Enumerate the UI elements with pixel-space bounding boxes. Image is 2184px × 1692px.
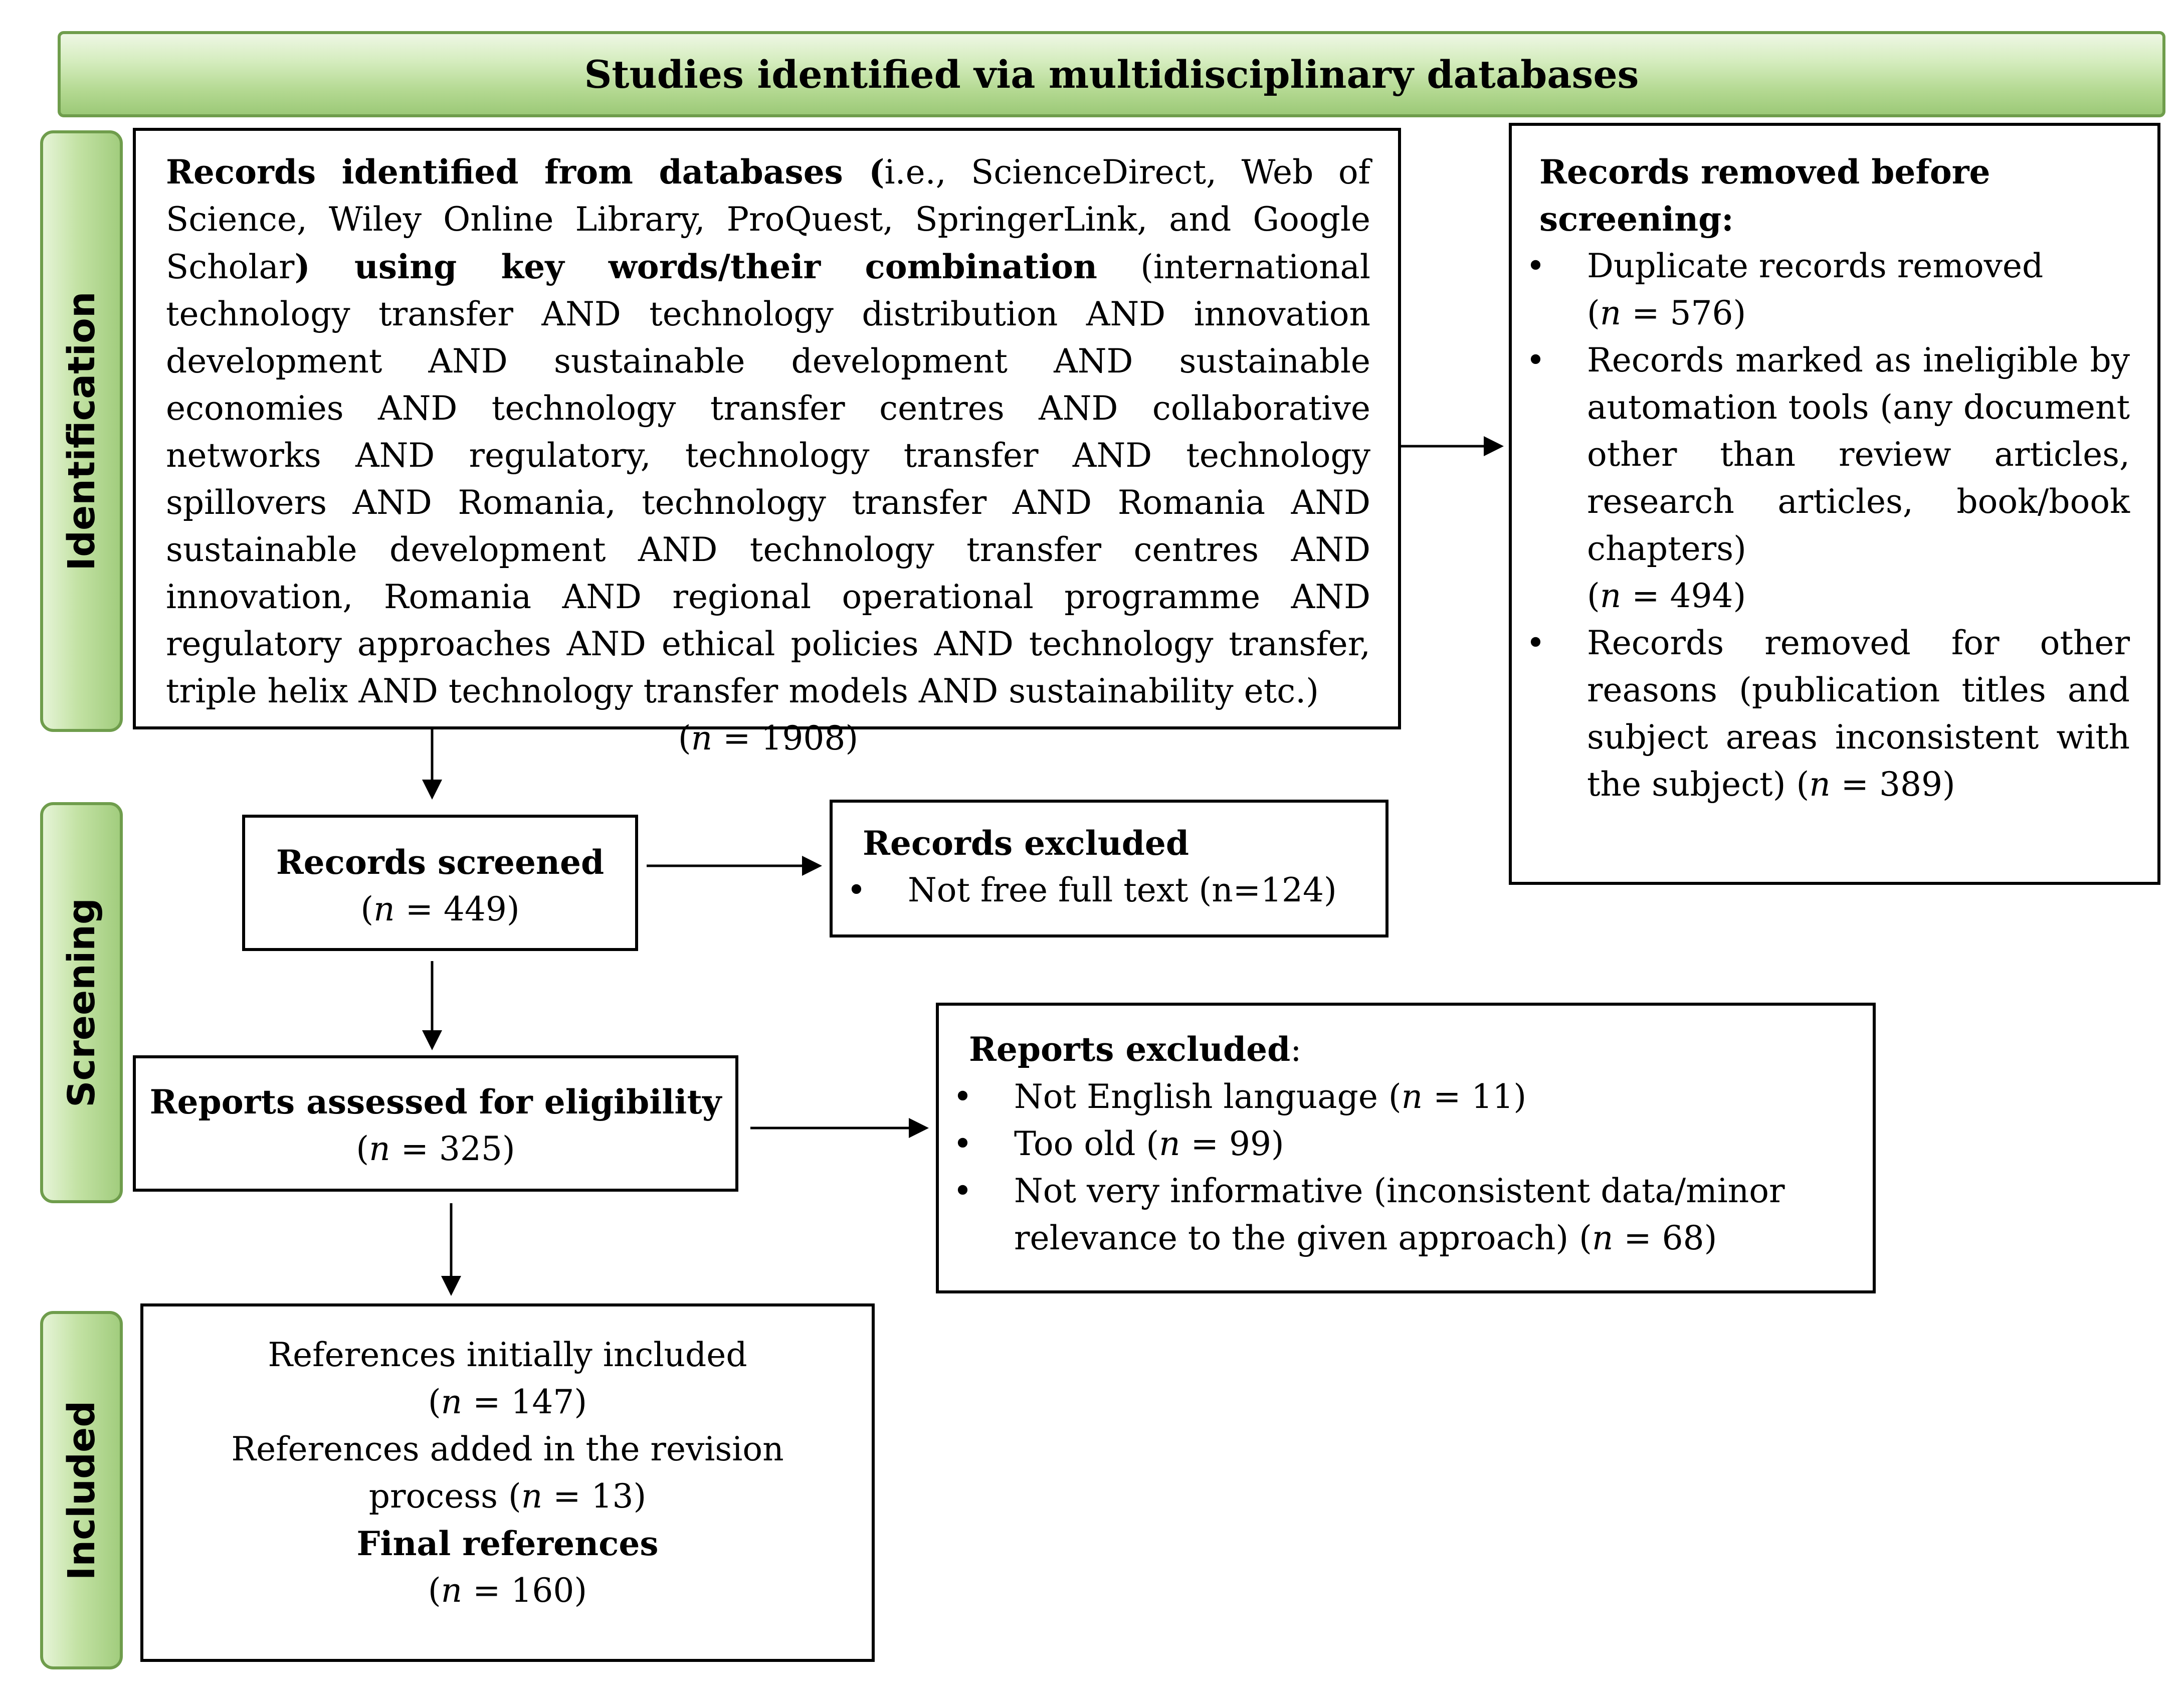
list-item: Not English language (n = 11) [939,1073,1858,1120]
records-screened-box: Records screened (n = 449) [242,815,638,951]
included-initial: References initially included [268,1336,747,1374]
list-item: Not free full text (n=124) [833,867,1375,914]
reports-assessed-count: (n = 325) [356,1130,515,1168]
list-item: Too old (n = 99) [939,1120,1858,1168]
records-identified-text: Records identified from databases (i.e.,… [166,152,1370,710]
included-box: References initially included (n = 147) … [140,1303,875,1662]
reports-excluded-heading: Reports excluded: [969,1030,1302,1069]
records-identified-box: Records identified from databases (i.e.,… [133,128,1401,758]
reports-assessed-box: Reports assessed for eligibility (n = 32… [133,1055,738,1192]
reports-excluded-box: Reports excluded: Not English language (… [936,1003,1876,1293]
records-excluded-heading: Records excluded [863,824,1189,863]
list-item: Records removed for other reasons (publi… [1512,620,2130,808]
list-item: Not very informative (inconsistent data/… [939,1168,1858,1262]
records-excluded-list: Not free full text (n=124) [833,867,1375,914]
records-removed-box: Records removed before screening: Duplic… [1509,123,2160,885]
included-added-count: process (n = 13) [368,1477,647,1516]
records-removed-list: Duplicate records removed(n = 576) Recor… [1512,243,2130,808]
list-item: Duplicate records removed(n = 576) [1512,243,2130,337]
included-added: References added in the revision [231,1430,784,1468]
records-removed-heading: Records removed before screening: [1539,152,1991,239]
included-final: Final references [356,1524,659,1563]
reports-excluded-list: Not English language (n = 11) Too old (n… [939,1073,1858,1262]
records-excluded-box: Records excluded Not free full text (n=1… [830,800,1388,937]
list-item: Records marked as ineligible by automati… [1512,337,2130,620]
banner: Studies identified via multidisciplinary… [58,31,2165,117]
phase-screening: Screening [40,802,123,1203]
banner-title: Studies identified via multidisciplinary… [584,52,1639,97]
reports-assessed-title: Reports assessed for eligibility [149,1082,722,1121]
phase-included: Included [40,1311,123,1669]
records-screened-title: Records screened [276,843,605,882]
included-initial-count: (n = 147) [428,1383,587,1421]
records-screened-count: (n = 449) [360,890,520,928]
included-final-count: (n = 160) [428,1571,587,1610]
records-identified-count: (n = 1908) [678,719,859,758]
phase-identification: Identification [40,130,123,732]
